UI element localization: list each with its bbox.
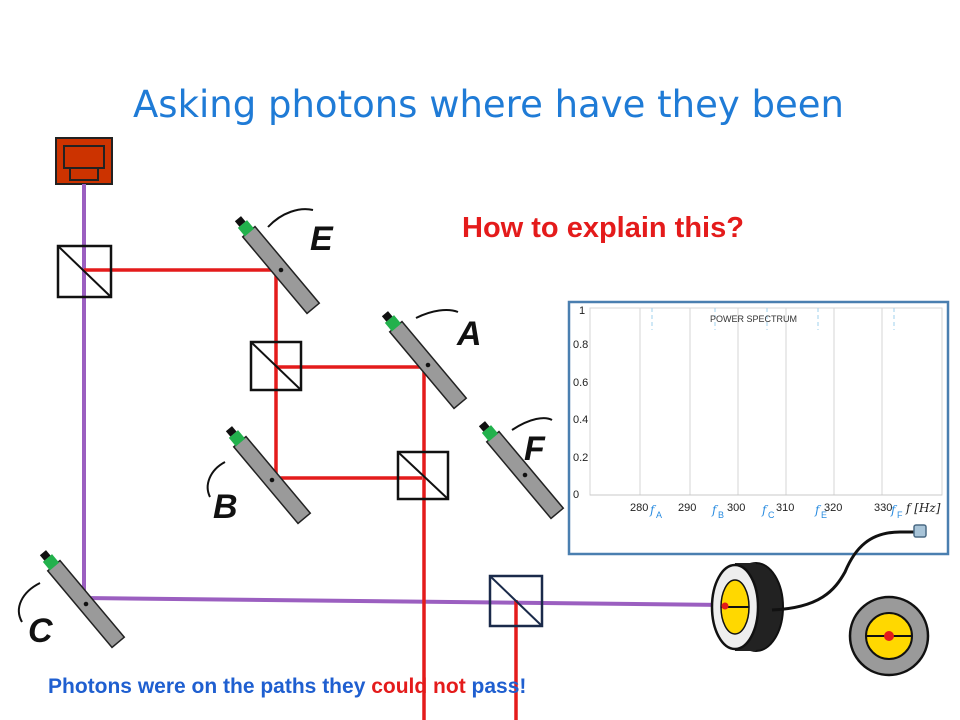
y-tick-08: 0.8 bbox=[573, 339, 588, 351]
conclusion-part-3: pass! bbox=[466, 675, 527, 698]
freq-label-e: f E bbox=[814, 503, 827, 520]
y-tick-04: 0.4 bbox=[573, 414, 588, 426]
power-spectrum-title: POWER SPECTRUM bbox=[710, 314, 797, 324]
freq-label-f: f F bbox=[890, 503, 903, 520]
svg-text:f: f bbox=[890, 503, 898, 517]
power-spectrum-panel: 0 0.2 0.4 0.6 0.8 1 POWER SPECTRUM 280 2… bbox=[567, 300, 950, 556]
mirror-e-wire bbox=[267, 208, 314, 228]
svg-text:A: A bbox=[656, 510, 662, 520]
x-tick-300: 300 bbox=[727, 502, 745, 514]
cable-connector bbox=[913, 524, 927, 538]
mirror-c-wire bbox=[17, 582, 41, 623]
svg-text:E: E bbox=[821, 510, 827, 520]
laser-source bbox=[55, 137, 113, 185]
x-tick-330: 330 bbox=[874, 502, 892, 514]
freq-label-a: f A bbox=[649, 503, 662, 520]
svg-text:f: f bbox=[649, 503, 657, 517]
x-axis-label: f [Hz] bbox=[905, 501, 941, 515]
label-e: E bbox=[310, 220, 334, 258]
y-tick-02: 0.2 bbox=[573, 452, 588, 464]
mirror-f-wire bbox=[511, 417, 553, 431]
detector-side-view bbox=[710, 562, 784, 652]
red-beams bbox=[84, 268, 518, 720]
detector-front-view bbox=[848, 595, 930, 677]
freq-label-c: f C bbox=[761, 503, 775, 520]
svg-text:C: C bbox=[768, 510, 775, 520]
mirror-a bbox=[381, 311, 468, 410]
svg-text:f: f bbox=[711, 503, 719, 517]
conclusion-part-2: could not bbox=[371, 675, 465, 698]
beam-splitter-1 bbox=[56, 244, 113, 299]
label-a: A bbox=[456, 315, 482, 353]
svg-text:B: B bbox=[718, 510, 724, 520]
slide-title: Asking photons where have they been bbox=[133, 83, 844, 126]
freq-label-b: f B bbox=[711, 503, 724, 520]
svg-text:F: F bbox=[897, 510, 903, 520]
x-tick-320: 320 bbox=[824, 502, 842, 514]
svg-text:f: f bbox=[814, 503, 822, 517]
y-tick-06: 0.6 bbox=[573, 377, 588, 389]
mirror-e bbox=[234, 216, 321, 315]
y-tick-0: 0 bbox=[573, 489, 579, 501]
beam-splitter-3 bbox=[396, 450, 450, 501]
mirror-a-wire bbox=[415, 309, 459, 319]
mirror-c bbox=[39, 550, 126, 649]
mirror-f bbox=[478, 421, 565, 520]
svg-text:f: f bbox=[761, 503, 769, 517]
conclusion-part-1: Photons were on the paths they bbox=[48, 675, 371, 698]
purple-beam-horizontal bbox=[83, 596, 727, 607]
label-b: B bbox=[213, 488, 238, 526]
beam-splitter-4 bbox=[488, 574, 544, 628]
x-tick-310: 310 bbox=[776, 502, 794, 514]
mirror-b-wire bbox=[206, 461, 226, 498]
x-tick-280: 280 bbox=[630, 502, 648, 514]
label-c: C bbox=[28, 612, 53, 650]
question-text: How to explain this? bbox=[462, 212, 744, 244]
y-tick-1: 1 bbox=[579, 305, 585, 317]
conclusion-text: Photons were on the paths they could not… bbox=[48, 675, 526, 698]
detector-cable bbox=[771, 530, 918, 612]
mirror-b bbox=[225, 426, 312, 525]
beam-splitter-2 bbox=[249, 340, 303, 392]
x-tick-290: 290 bbox=[678, 502, 696, 514]
label-f: F bbox=[524, 430, 546, 468]
